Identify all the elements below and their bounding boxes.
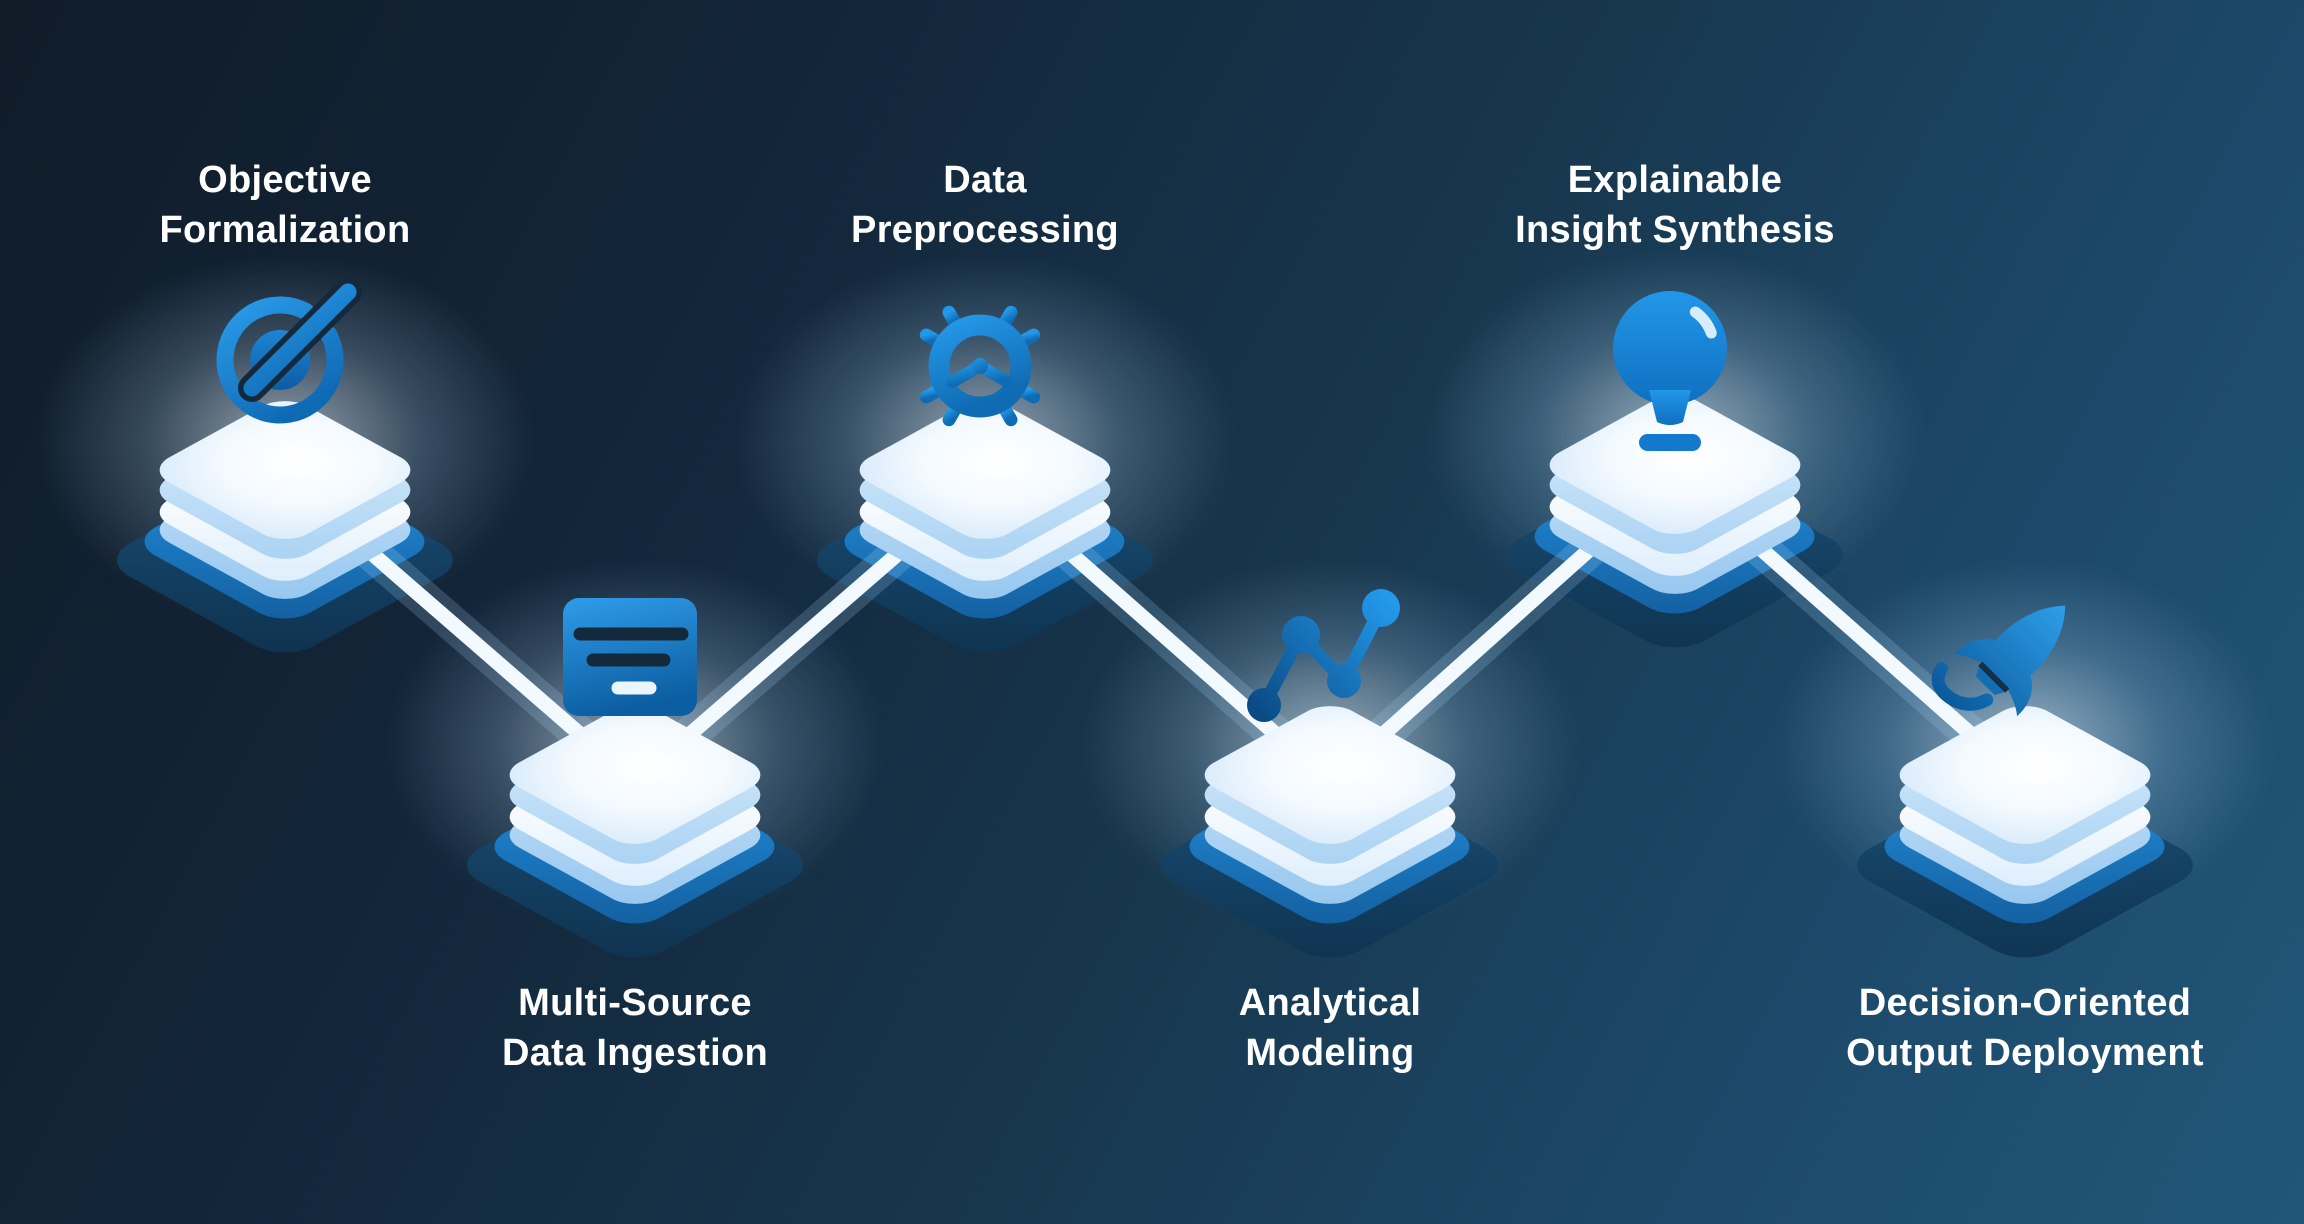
stage-label-line: Data Ingestion: [501, 1032, 768, 1074]
lightbulb-icon: [1613, 291, 1727, 451]
stage-label-objective-formalization: Objective Formalization: [5, 155, 565, 255]
line-chart-icon: [1247, 589, 1400, 722]
gear-icon: [911, 297, 1049, 435]
stage-label-line: Explainable: [1567, 159, 1783, 201]
stage-label-line: Data: [943, 159, 1027, 201]
stage-label-decision-oriented-output-deployment: Decision-Oriented Output Deployment: [1745, 978, 2304, 1078]
stage-label-multi-source-data-ingestion: Multi-Source Data Ingestion: [355, 978, 915, 1078]
stage-label-line: Analytical: [1238, 982, 1422, 1024]
document-icon: [563, 598, 697, 716]
stage-label-data-preprocessing: Data Preprocessing: [705, 155, 1265, 255]
stage-label-line: Insight Synthesis: [1515, 209, 1835, 251]
stage-label-line: Decision-Oriented: [1858, 982, 2192, 1024]
stage-label-line: Formalization: [159, 209, 411, 251]
stage-label-analytical-modeling: Analytical Modeling: [1050, 978, 1610, 1078]
stage-label-explainable-insight-synthesis: Explainable Insight Synthesis: [1395, 155, 1955, 255]
stage-label-line: Preprocessing: [851, 209, 1119, 251]
stage-label-line: Multi-Source: [518, 982, 752, 1024]
stage-label-line: Modeling: [1245, 1032, 1415, 1074]
stage-label-line: Objective: [198, 159, 372, 201]
rocket-icon: [1931, 605, 2066, 717]
target-icon: [216, 278, 362, 424]
stage-label-line: Output Deployment: [1846, 1032, 2204, 1074]
